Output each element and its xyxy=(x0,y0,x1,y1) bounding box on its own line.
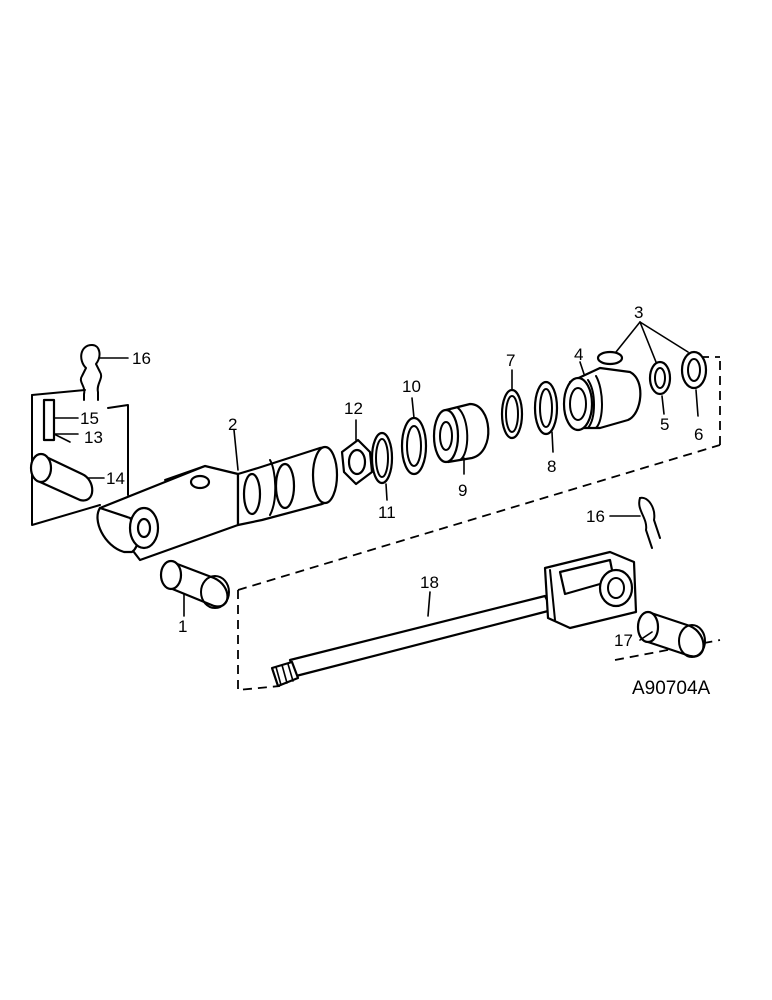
callout-13: 13 xyxy=(84,428,103,447)
clevis-pin-1 xyxy=(159,559,230,617)
seal-5 xyxy=(648,360,672,415)
callout-15: 15 xyxy=(80,409,99,428)
clevis-pin-17 xyxy=(636,610,706,658)
callout-11: 11 xyxy=(378,503,396,522)
callout-14: 14 xyxy=(106,469,125,488)
callout-10: 10 xyxy=(402,377,421,396)
leader-3 xyxy=(615,321,689,363)
o-ring-11 xyxy=(370,431,394,501)
piston-rod xyxy=(270,550,638,688)
callout-16-upper: 16 xyxy=(132,349,151,368)
callout-2: 2 xyxy=(228,415,237,434)
cylinder-gland xyxy=(562,350,642,432)
wiper-seal-6 xyxy=(680,350,708,417)
callout-17: 17 xyxy=(614,631,633,650)
callout-labels: 1 2 3 4 5 6 7 8 9 10 11 12 13 14 15 16 1… xyxy=(80,303,711,699)
callout-5: 5 xyxy=(660,415,669,434)
hair-pin-clip-lower xyxy=(609,496,661,549)
clevis-pin-small xyxy=(29,452,105,502)
callout-3: 3 xyxy=(634,303,643,322)
roll-pin xyxy=(42,398,79,443)
pin-group-box xyxy=(31,389,129,526)
hair-pin-clip-upper xyxy=(79,344,129,401)
figure-code: A90704A xyxy=(632,678,711,699)
cylinder-barrel xyxy=(96,429,339,562)
callout-8: 8 xyxy=(547,457,556,476)
callout-7: 7 xyxy=(506,351,515,370)
backup-ring-8 xyxy=(533,380,559,453)
callout-9: 9 xyxy=(458,481,467,500)
callout-18: 18 xyxy=(420,573,439,592)
callout-1: 1 xyxy=(178,617,187,636)
piston xyxy=(432,402,490,475)
callout-12: 12 xyxy=(344,399,363,418)
backup-washer-10 xyxy=(400,397,428,476)
callout-16-lower: 16 xyxy=(586,507,605,526)
callout-6: 6 xyxy=(694,425,703,444)
callout-4: 4 xyxy=(574,345,583,364)
hex-nut xyxy=(340,419,374,486)
o-ring-7 xyxy=(500,369,524,440)
